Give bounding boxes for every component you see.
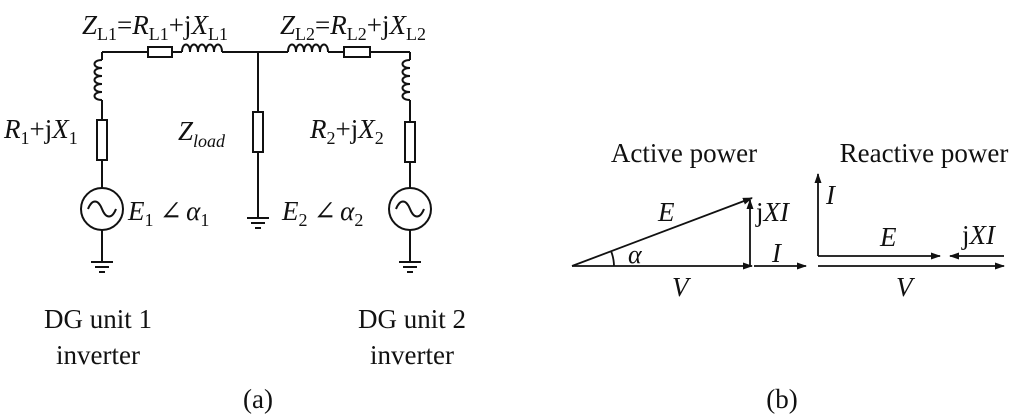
label-z1: R1+jX1	[3, 114, 78, 148]
sine-icon	[87, 200, 117, 218]
label-e-reactive: E	[879, 222, 897, 252]
ground-icon	[399, 261, 421, 273]
inductor-x1	[93, 59, 103, 101]
label-jxi-active: jXI	[755, 197, 791, 227]
dg1-line1: DG unit 1	[44, 304, 152, 334]
label-alpha: α	[628, 240, 643, 269]
inductor-xl1	[181, 43, 223, 53]
resistor-rl1	[147, 46, 173, 58]
caption-a: (a)	[243, 384, 273, 414]
dg2-line1: DG unit 2	[358, 304, 466, 334]
resistor-zload	[252, 111, 264, 153]
inductor-xl2	[287, 43, 329, 53]
ground-icon	[91, 261, 113, 273]
label-zl2: ZL2=RL2+jXL2	[280, 10, 426, 44]
dg1-line2: inverter	[56, 340, 140, 370]
resistor-r2	[404, 121, 416, 163]
label-zl1: ZL1=RL1+jXL1	[82, 10, 228, 44]
reactive-power-title: Reactive power	[840, 138, 1009, 168]
resistor-r1	[96, 119, 108, 161]
label-i-reactive: I	[825, 180, 837, 210]
phasor-diagram: Active power Reactive power E α V jXI I …	[571, 138, 1009, 414]
circuit-diagram: ZL1=RL1+jXL1 ZL2=RL2+jXL2 R1+jX1 R2+jX2 …	[3, 10, 466, 414]
dg2-line2: inverter	[370, 340, 454, 370]
label-z2: R2+jX2	[309, 114, 384, 148]
label-v-active: V	[672, 272, 692, 302]
label-v-reactive: V	[896, 272, 916, 302]
ground-icon	[247, 217, 269, 229]
label-e2: E2∠α2	[281, 196, 363, 230]
label-e1: E1∠α1	[127, 196, 209, 230]
label-i-active: I	[771, 238, 783, 268]
label-jxi-reactive: jXI	[961, 220, 997, 250]
caption-b: (b)	[766, 384, 797, 414]
label-e-active: E	[657, 197, 675, 227]
active-power-title: Active power	[611, 138, 757, 168]
label-zload: Zload	[178, 116, 226, 151]
resistor-rl2	[343, 46, 371, 58]
alpha-arc	[610, 250, 615, 267]
sine-icon	[395, 200, 425, 218]
e-phasor-active	[571, 197, 753, 267]
inductor-x2	[401, 59, 411, 101]
